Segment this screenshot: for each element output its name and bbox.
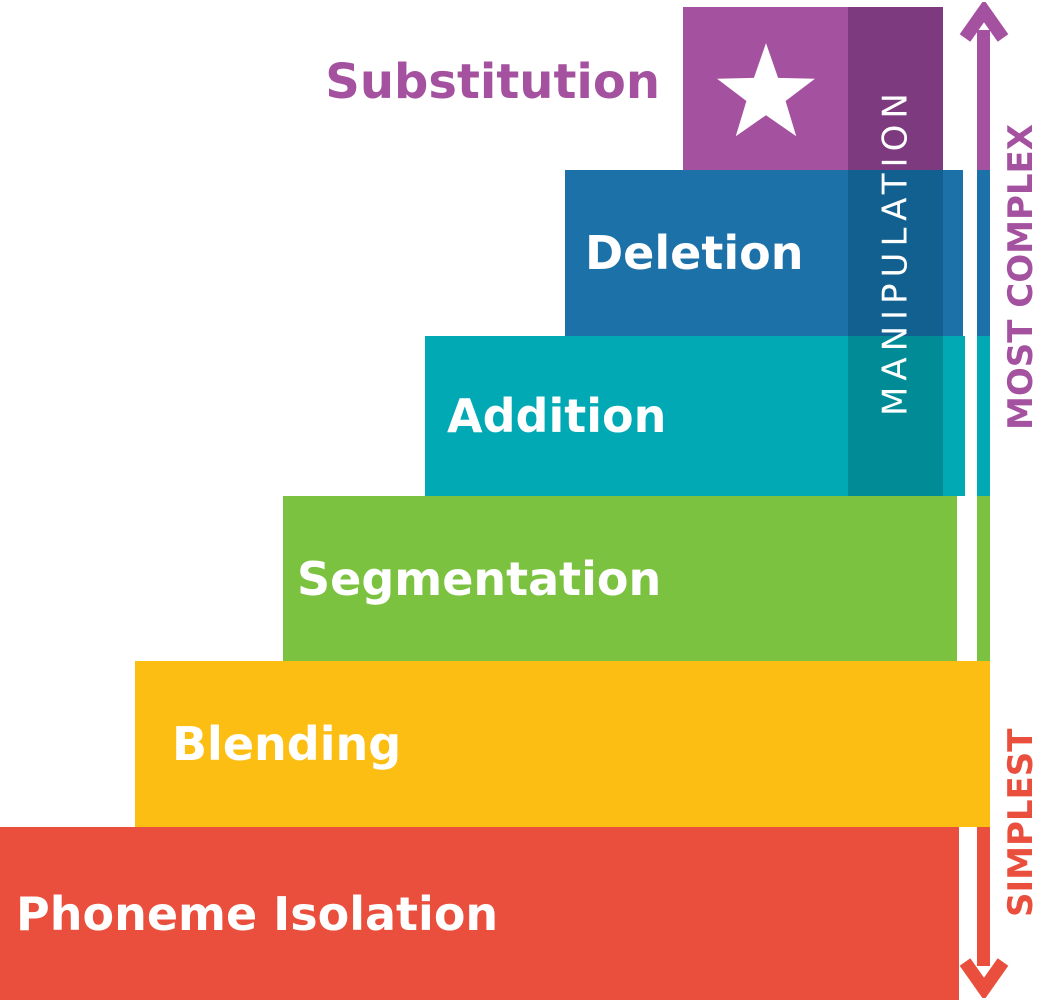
bar-phoneme-isolation: Phoneme Isolation [0,827,959,1000]
bar-segmentation: Segmentation [283,496,957,661]
simplest-caption: SIMPLEST [1001,728,1041,917]
manipulation-segment-substitution [848,7,943,170]
arrow-segment-addition [977,336,990,496]
bar-blending: Blending [135,661,980,827]
substitution-label: Substitution [325,54,660,110]
phoneme-isolation-label: Phoneme Isolation [16,886,499,941]
arrow-segment-segmentation [977,496,990,661]
deletion-label: Deletion [585,226,804,280]
arrow-down-icon [958,952,1010,998]
manipulation-label: MANIPULATION [875,87,916,416]
manipulation-segment-deletion [848,170,943,336]
blending-label: Blending [172,717,402,771]
manipulation-column: MANIPULATION [848,7,943,496]
manipulation-segment-addition [848,336,943,496]
arrow-segment-substitution [977,30,990,170]
arrow-segment-phoneme-isolation [977,827,990,966]
most-complex-caption: MOST COMPLEX [1001,124,1041,431]
addition-label: Addition [447,389,667,443]
arrow-segment-deletion [977,170,990,336]
arrow-up-icon [958,2,1010,48]
star-icon [683,7,848,170]
arrow-segment-blending [977,661,990,827]
segmentation-label: Segmentation [297,551,662,606]
